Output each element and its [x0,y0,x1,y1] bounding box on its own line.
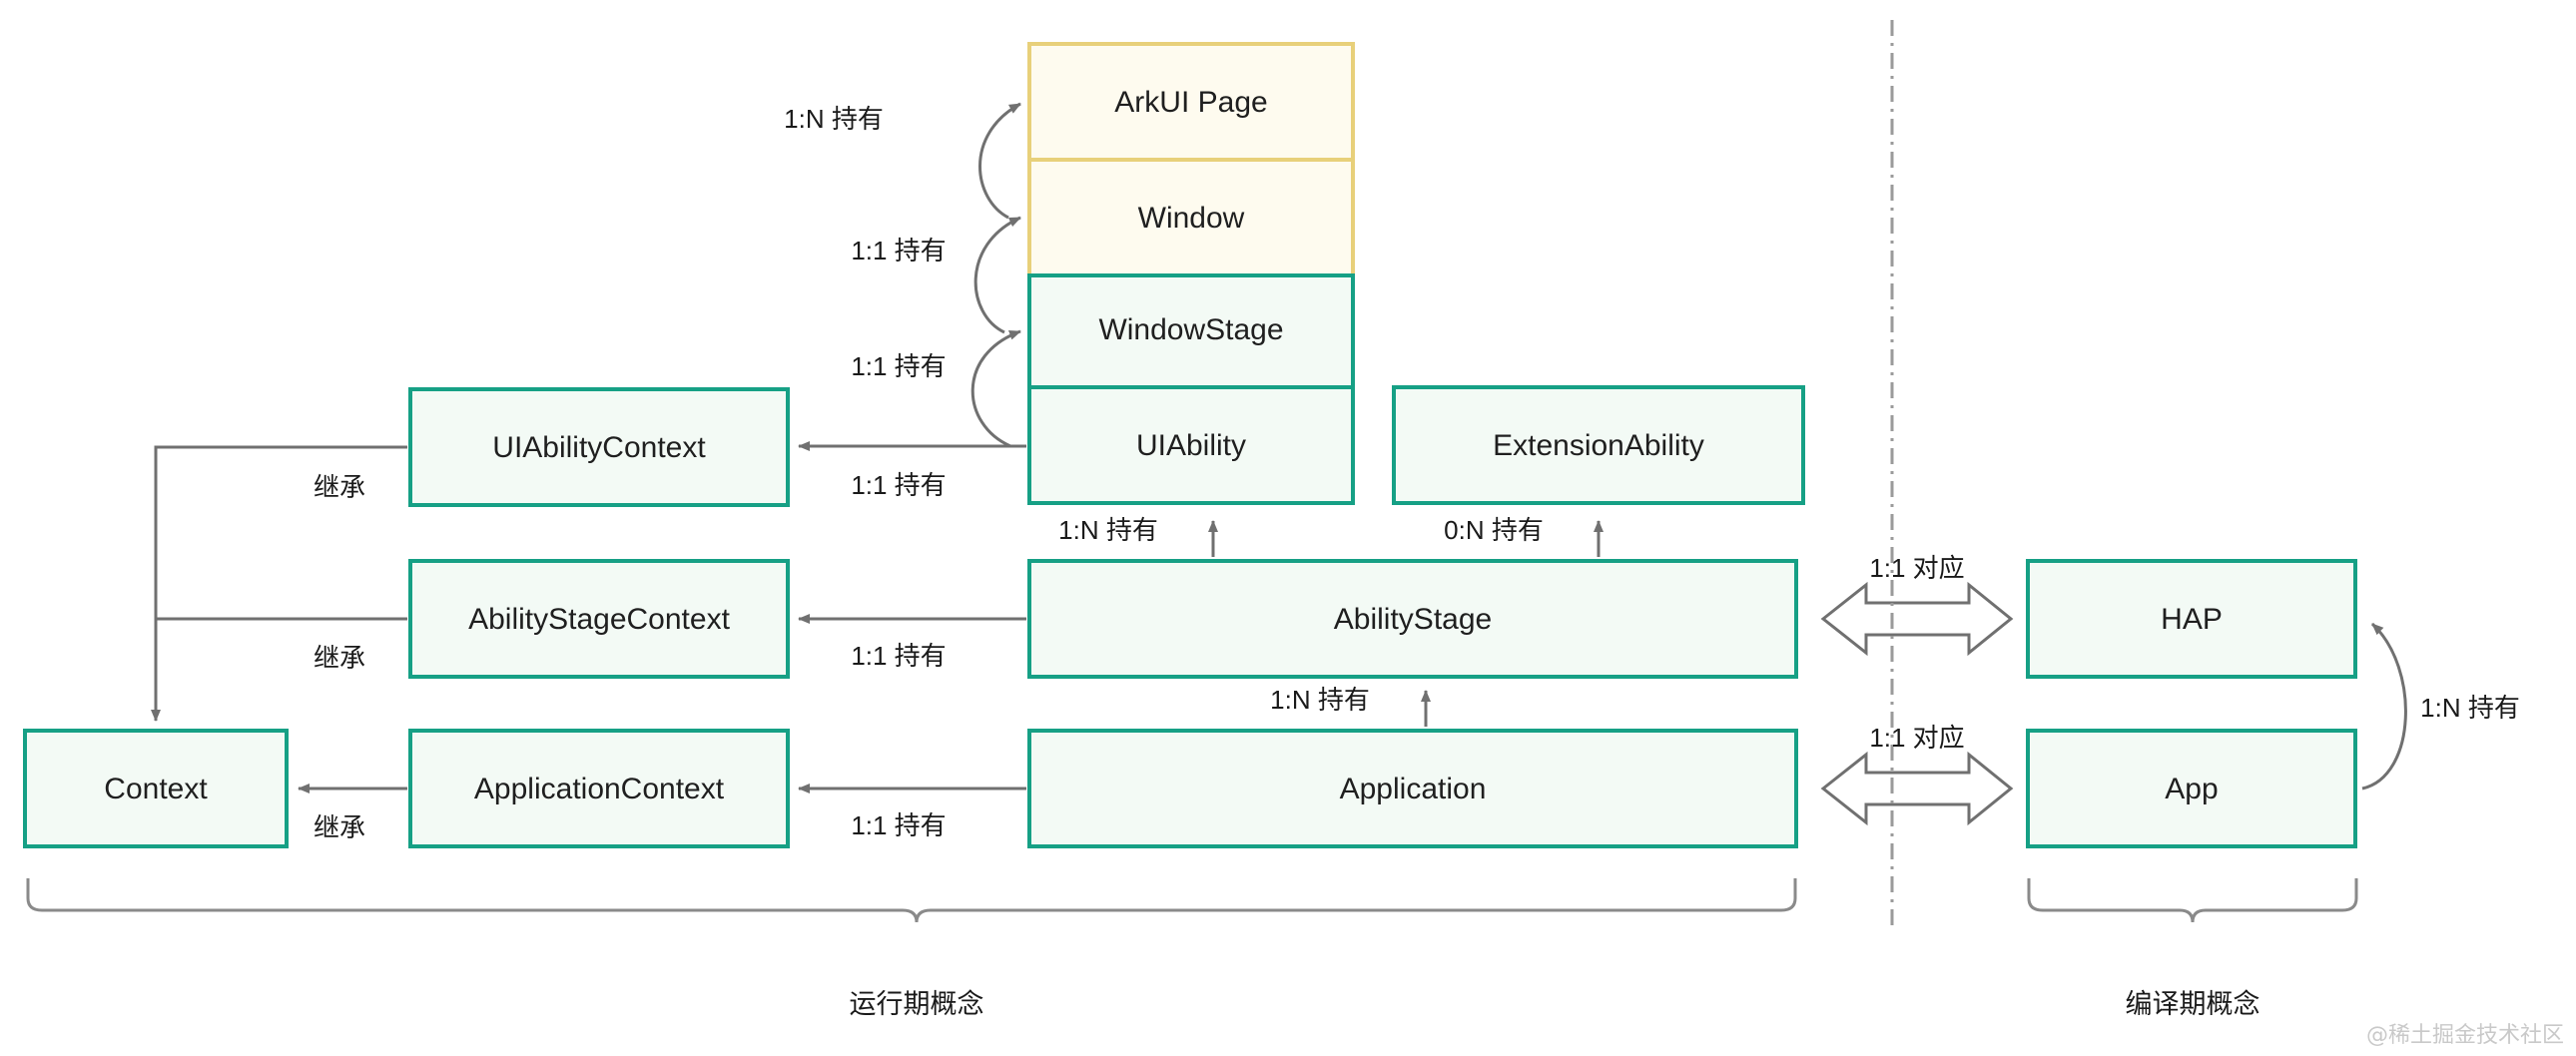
box-application[interactable]: Application [1027,729,1798,848]
box-label-application-context: ApplicationContext [474,773,725,805]
box-label-ability-stage: AbilityStage [1334,603,1492,636]
box-ui-ability-context[interactable]: UIAbilityContext [408,387,790,507]
box-extension-ability[interactable]: ExtensionAbility [1392,385,1805,505]
edge-application-corresponds-app [1820,751,2014,826]
box-label-ability-stage-context: AbilityStageContext [468,603,730,636]
box-label-window-stage: WindowStage [1098,313,1283,346]
box-app[interactable]: App [2026,729,2357,848]
box-arkui-page[interactable]: ArkUI Page [1027,42,1355,162]
edge-uiabilitycontext-inherits-context [151,445,407,722]
box-label-extension-ability: ExtensionAbility [1493,429,1704,462]
box-application-context[interactable]: ApplicationContext [408,729,790,848]
box-window-stage[interactable]: WindowStage [1027,273,1355,389]
box-label-app: App [2165,773,2218,805]
edge-label-application-holds-abilitystage: 1:N 持有 [1270,685,1370,715]
brace-runtime [26,878,1797,923]
box-ability-stage-context[interactable]: AbilityStageContext [408,559,790,679]
edge-label-uiabilitycontext-from-uiability: 1:1 持有 [851,470,946,500]
box-ui-ability[interactable]: UIAbility [1027,385,1355,505]
group-label-compile: 编译期概念 [2126,989,2260,1019]
box-hap[interactable]: HAP [2026,559,2357,679]
edge-label-abilitystage-holds-extensionability: 0:N 持有 [1444,515,1544,545]
box-label-hap: HAP [2161,603,2223,636]
edge-label-applicationcontext-from-application: 1:1 持有 [851,810,946,840]
brace-compile [2027,878,2358,923]
edge-label-app-holds-hap: 1:N 持有 [2420,693,2520,723]
edge-windowstage-to-window [973,216,1021,334]
box-ability-stage[interactable]: AbilityStage [1027,559,1798,679]
box-label-context: Context [104,773,208,805]
box-label-ui-ability: UIAbility [1136,429,1246,462]
box-label-arkui-page: ArkUI Page [1114,86,1267,119]
box-window[interactable]: Window [1027,158,1355,277]
edge-window-to-arkui-page [978,102,1021,220]
edge-label-page-from-window: 1:N 持有 [784,104,884,134]
edge-abilitystage-corresponds-hap [1820,581,2014,657]
box-context[interactable]: Context [23,729,289,848]
edge-label-abilitystage-holds-uiability: 1:N 持有 [1058,515,1158,545]
edge-label-applicationcontext-inherits: 继承 [314,812,365,842]
box-label-application: Application [1340,773,1487,805]
edge-app-holds-hap [2361,622,2407,791]
edge-uiability-to-windowstage [970,329,1021,448]
edge-label-uiabilitycontext-inherits: 继承 [314,472,365,502]
group-label-runtime: 运行期概念 [850,989,984,1019]
edge-label-application-app: 1:1 对应 [1869,723,1964,753]
edge-label-abilitystagecontext-inherits: 继承 [314,643,365,673]
edge-label-windowstage-from-uiability: 1:1 持有 [851,351,946,381]
edge-label-abilitystage-hap: 1:1 对应 [1869,553,1964,583]
edge-label-abilitystagecontext-from-abilitystage: 1:1 持有 [851,641,946,671]
box-label-ui-ability-context: UIAbilityContext [492,431,706,464]
box-label-window: Window [1138,202,1245,235]
watermark-label: @稀土掘金技术社区 [2366,1023,2564,1048]
edge-label-window-from-windowstage: 1:1 持有 [851,236,946,265]
